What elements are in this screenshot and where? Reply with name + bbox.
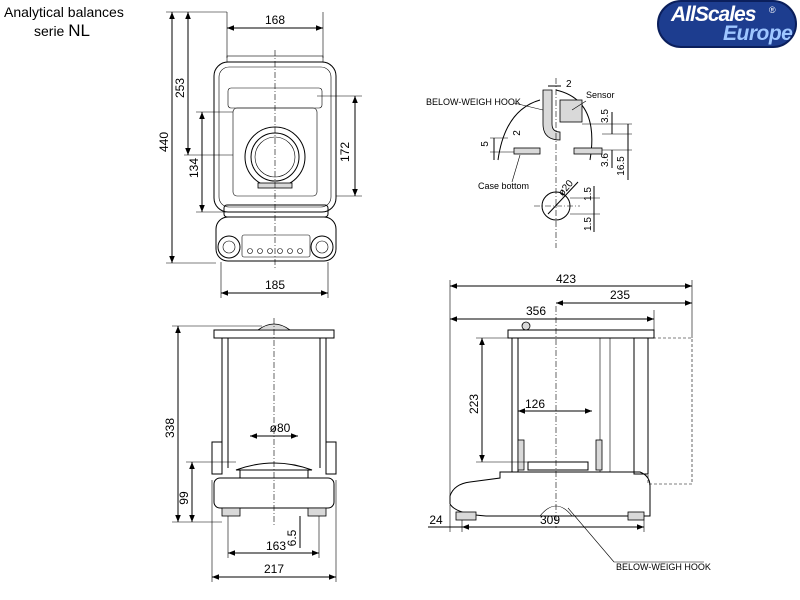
logo-region-text: Europe	[723, 22, 793, 45]
dim-16-5-label: 16.5	[616, 156, 627, 176]
leader-hook-side	[567, 507, 615, 563]
rear-side-left	[211, 441, 223, 475]
rear-side-right	[325, 441, 337, 475]
series-line: serie NL	[4, 21, 124, 41]
product-title: Analytical balances	[4, 4, 124, 20]
dim-356-label: 356	[526, 304, 546, 318]
hook-section	[542, 89, 561, 141]
side-base	[449, 471, 651, 517]
dim-5-label: 5	[480, 141, 491, 147]
case-bottom-left	[513, 147, 541, 155]
side-door-handle-right	[595, 439, 603, 471]
logo-registered-mark: ®	[769, 5, 776, 15]
dim-99-label: 99	[177, 491, 191, 505]
front-key	[277, 248, 283, 254]
front-key	[257, 248, 263, 254]
side-pan	[527, 461, 589, 471]
side-top-cover	[507, 329, 655, 339]
dim-235-label: 235	[610, 288, 630, 302]
side-foot-front	[455, 511, 477, 521]
side-top-knob	[521, 321, 531, 331]
dim-440-label: 440	[157, 132, 171, 152]
dim-423-label: 423	[556, 272, 576, 286]
dim-2-side-label: 2	[512, 130, 523, 136]
front-left-knob-inner	[222, 240, 236, 254]
rear-foot-left	[221, 507, 241, 517]
front-display-panel	[241, 234, 311, 258]
leader-case	[511, 154, 521, 183]
dim-163-label: 163	[266, 539, 286, 553]
front-base	[215, 216, 337, 262]
rear-base	[213, 477, 335, 509]
dim-line-phi20	[547, 181, 579, 215]
leader-sensor	[571, 100, 587, 111]
dim-185-label: 185	[265, 278, 285, 292]
dim-phi80-label: ø80	[270, 421, 291, 435]
front-right-knob-inner	[315, 240, 329, 254]
front-key	[247, 248, 253, 254]
dim-1-5-b-label: 1.5	[583, 217, 594, 231]
front-key	[267, 248, 273, 254]
side-rear-clearance	[647, 337, 693, 485]
dim-134-label: 134	[187, 158, 201, 178]
dim-phi20-label: ø20	[556, 178, 576, 199]
brand-logo: AllScales ® Europe	[657, 0, 797, 48]
dim-223-label: 223	[467, 394, 481, 414]
sensor-block	[559, 99, 583, 123]
dim-24-label: 24	[429, 513, 443, 527]
dim-338-label: 338	[163, 418, 177, 438]
dim-3-6-label: 3.6	[600, 153, 611, 167]
case-bottom-right	[573, 147, 603, 155]
dim-309-label: 309	[540, 513, 560, 527]
dim-217-label: 217	[264, 562, 284, 576]
label-below-weigh-hook: BELOW-WEIGH HOOK	[426, 97, 521, 107]
series-prefix: serie	[34, 23, 69, 39]
title-block: Analytical balances serie NL	[4, 3, 124, 41]
hook-profile-left	[497, 99, 541, 161]
dim-1-5-a-label: 1.5	[583, 187, 594, 201]
side-view: 423 235 356 223 126 24 309 BELOW-WEIGH H…	[428, 272, 711, 572]
leader-hook	[513, 102, 544, 111]
logo-brand-text: AllScales	[671, 3, 756, 26]
dim-3-5-label: 3.5	[600, 109, 611, 123]
label-case-bottom: Case bottom	[478, 181, 529, 191]
rear-pan	[235, 462, 313, 471]
front-key	[287, 248, 293, 254]
dim-126-label: 126	[525, 397, 545, 411]
front-key	[297, 248, 303, 254]
dim-168-label: 168	[265, 13, 285, 27]
dim-6-5-label: 6.5	[285, 529, 299, 546]
front-right-foot-knob	[310, 235, 334, 259]
front-left-foot-knob	[217, 235, 241, 259]
side-foot-rear	[627, 511, 645, 521]
dim-253-label: 253	[173, 78, 187, 98]
rear-foot-right	[307, 507, 327, 517]
rear-view: 338 99 ø80 6.5 163 217	[163, 318, 337, 582]
series-model: NL	[68, 21, 90, 40]
label-below-weigh-hook-side: BELOW-WEIGH HOOK	[616, 562, 711, 572]
dim-2-top-label: 2	[566, 79, 572, 90]
hook-detail: BELOW-WEIGH HOOK Sensor Case bottom 2 2 …	[426, 78, 632, 248]
dim-172-label: 172	[338, 142, 352, 162]
front-view: 168 440 253 134 172 185	[157, 11, 362, 298]
side-rear-panel	[633, 337, 649, 475]
side-door-handle	[517, 439, 525, 471]
label-sensor: Sensor	[586, 90, 615, 100]
